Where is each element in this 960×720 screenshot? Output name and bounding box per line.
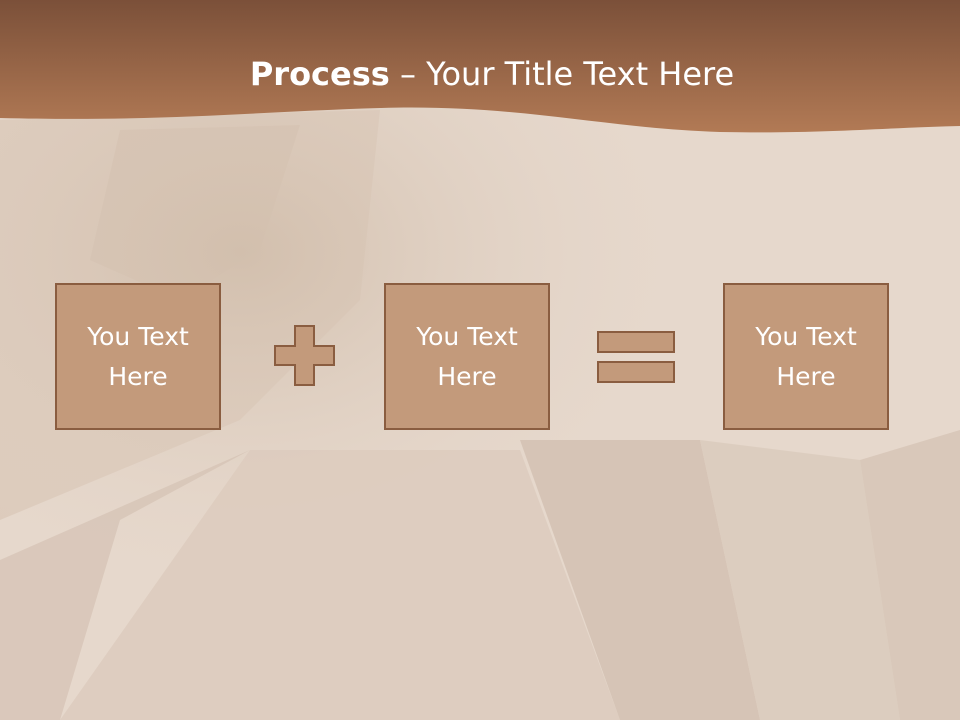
- plus-icon: [274, 325, 335, 386]
- title-text: Your Title Text Here: [426, 55, 735, 93]
- process-box-1[interactable]: You Text Here: [55, 283, 221, 430]
- title-bold: Process: [249, 55, 390, 93]
- process-box-2[interactable]: You Text Here: [384, 283, 550, 430]
- process-box-2-text: You Text Here: [416, 321, 518, 391]
- process-box-3[interactable]: You Text Here: [723, 283, 889, 430]
- process-box-3-text: You Text Here: [755, 321, 857, 391]
- process-box-1-text: You Text Here: [87, 321, 189, 391]
- equals-icon: [597, 331, 675, 383]
- slide-title: Process – Your Title Text Here: [0, 52, 960, 96]
- title-separator: –: [389, 55, 427, 93]
